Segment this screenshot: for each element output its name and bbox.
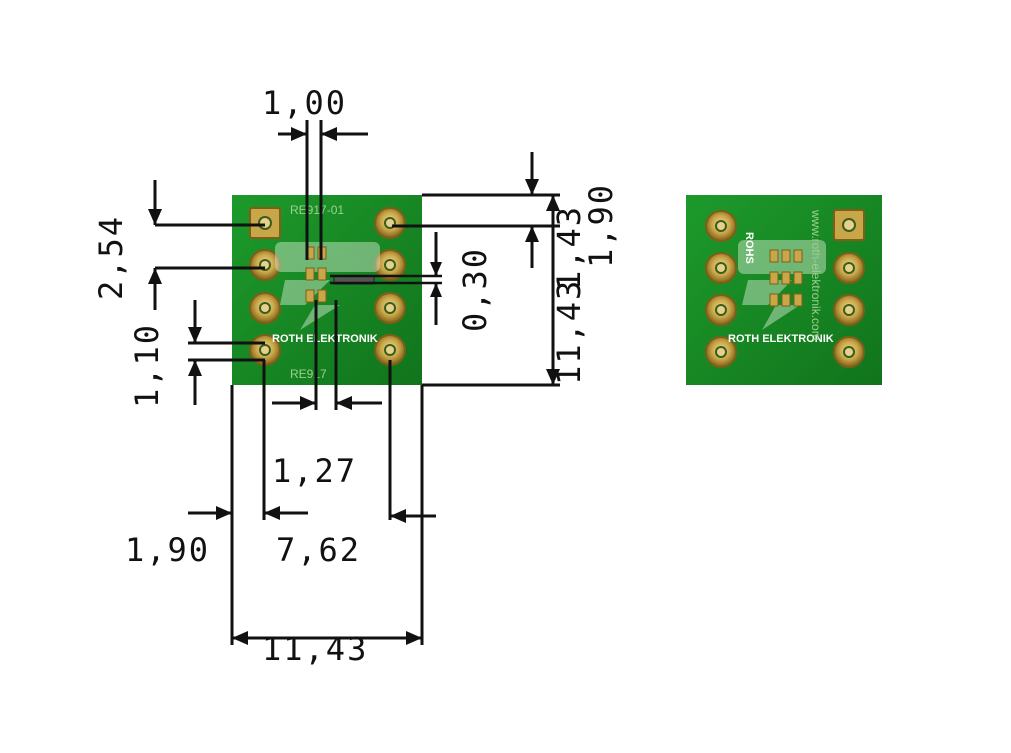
dim-top-pitch: 1,00	[262, 84, 347, 122]
right-rohs: ROHS	[743, 232, 755, 264]
right-url: www.roth-elektronik.com	[809, 209, 823, 341]
dim-right-edge: 1,90	[582, 183, 620, 268]
dim-small-gap: 0,30	[456, 247, 494, 332]
dim-left-pad: 1,10	[128, 323, 166, 408]
dim-board-width: 11,43	[262, 630, 368, 668]
right-pad-left-2	[705, 252, 737, 284]
dim-right-pitch: 1,43	[550, 205, 588, 290]
dimension-lines	[148, 120, 560, 645]
dim-smd-pitch: 1,27	[272, 452, 357, 490]
pad-3	[249, 292, 281, 324]
right-pad-left-1	[705, 210, 737, 242]
dim-bottom-edge: 1,90	[125, 531, 210, 569]
right-pad-right-3	[833, 294, 865, 326]
right-pad-right-4	[833, 336, 865, 368]
right-pad-left-3	[705, 294, 737, 326]
left-top-code: RE917-01	[290, 203, 344, 217]
pad-5	[374, 207, 406, 239]
right-smd-pads	[769, 249, 803, 307]
right-pad-square	[833, 209, 865, 241]
left-logo-text: ROTH ELEKTRONIK	[272, 333, 378, 345]
left-bottom-code: RE917	[290, 367, 327, 381]
right-pad-right-2	[833, 252, 865, 284]
dim-right-height: 11,43	[550, 279, 588, 385]
pad-1	[249, 207, 281, 239]
left-logo-shape	[275, 242, 380, 330]
right-logo-text: ROTH ELEKTRONIK	[728, 333, 834, 345]
pad-7	[374, 292, 406, 324]
right-board: ROHS ROTH ELEKTRONIK www.roth-elektronik…	[686, 195, 882, 385]
pad-2	[249, 249, 281, 281]
pad-6	[374, 249, 406, 281]
dim-row-spacing: 7,62	[276, 531, 361, 569]
left-board: RE917-01 ROTH ELEKTRONIK RE917	[232, 195, 422, 385]
dim-left-pitch: 2,54	[92, 215, 130, 300]
right-pad-left-4	[705, 336, 737, 368]
